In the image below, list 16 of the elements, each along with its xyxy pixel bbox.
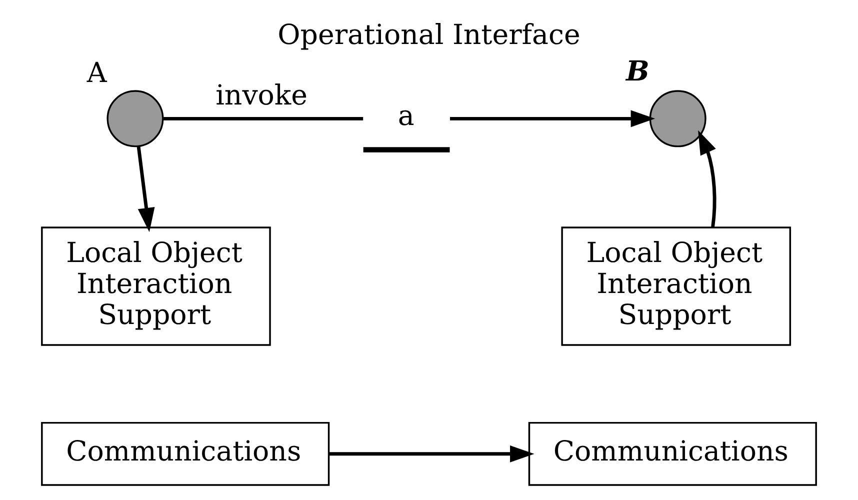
arrow xyxy=(450,110,656,128)
node-text: a xyxy=(398,99,414,132)
node-box: Local Object Interaction Support xyxy=(561,226,792,346)
edge-label: invoke xyxy=(216,78,308,112)
node-box: Communications xyxy=(528,422,817,486)
arrow xyxy=(136,146,155,232)
diagram-title: Operational Interface xyxy=(278,18,580,52)
node-box: Local Object Interaction Support xyxy=(41,226,271,346)
arrow xyxy=(698,130,716,228)
connector xyxy=(163,116,364,120)
node-label: A xyxy=(86,56,107,90)
node-circle xyxy=(106,90,164,148)
node-circle xyxy=(649,90,706,148)
node-box: Communications xyxy=(41,422,330,486)
node-label: B xyxy=(626,54,650,88)
arrow xyxy=(329,445,534,462)
